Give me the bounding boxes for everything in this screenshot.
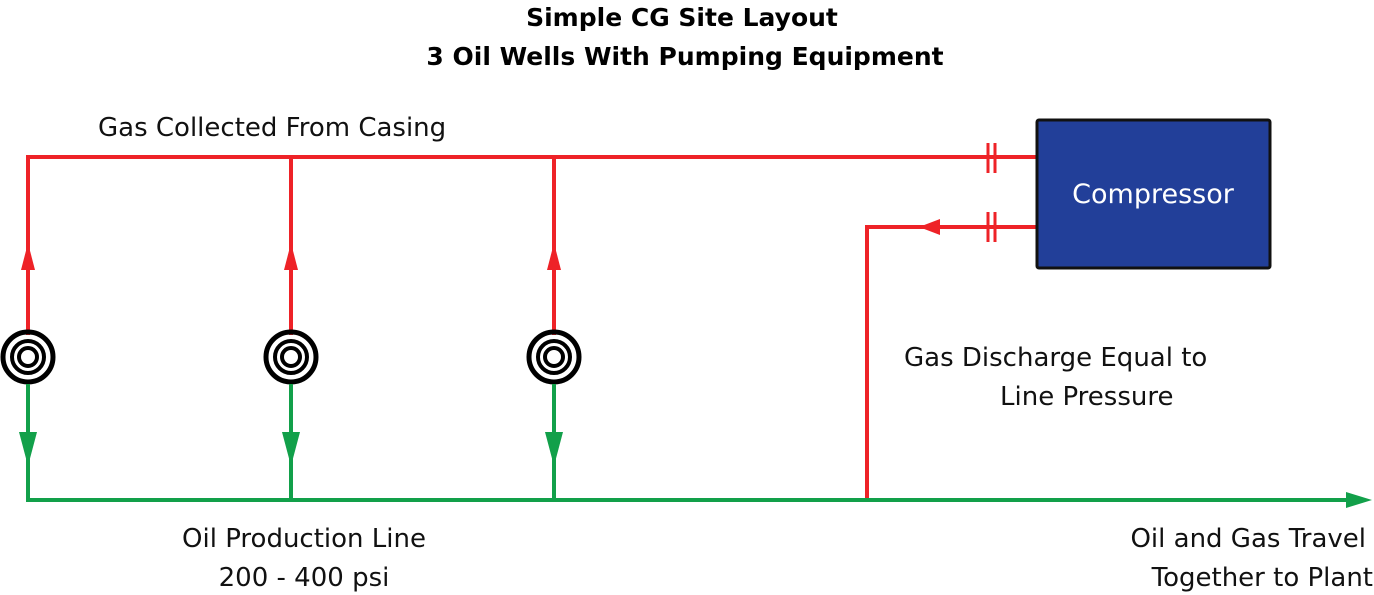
arrow-left-icon — [919, 219, 940, 235]
oil-well-icon — [263, 329, 319, 385]
travel-label-2: Together to Plant — [1151, 563, 1373, 593]
oil-well-icon — [526, 329, 582, 385]
arrow-up-icon — [21, 243, 35, 270]
gas-collection-line — [26, 155, 1037, 335]
oil-line-label-2: 200 - 400 psi — [219, 563, 390, 593]
oil-line-label-1: Oil Production Line — [182, 524, 426, 554]
title-line-1: Simple CG Site Layout — [526, 3, 838, 32]
arrow-up-icon — [284, 243, 298, 270]
arrow-down-icon — [282, 432, 300, 466]
arrow-up-icon — [547, 243, 561, 270]
travel-label-1: Oil and Gas Travel — [1130, 524, 1366, 554]
arrow-right-icon — [1346, 492, 1372, 508]
oil-down-arrows — [19, 432, 563, 466]
oil-well-icon — [0, 329, 56, 385]
arrow-down-icon — [545, 432, 563, 466]
compressor-label: Compressor — [1072, 179, 1235, 210]
arrow-down-icon — [19, 432, 37, 466]
discharge-label-line-1: Gas Discharge Equal to — [904, 343, 1207, 373]
title-line-2: 3 Oil Wells With Pumping Equipment — [426, 42, 943, 71]
gas-discharge-line — [865, 225, 1037, 500]
gas-collected-label: Gas Collected From Casing — [98, 113, 446, 143]
discharge-label-line-2: Line Pressure — [1000, 382, 1173, 412]
compressor-unit: Compressor — [1035, 118, 1272, 270]
suction-flange — [986, 143, 997, 173]
gas-up-arrows — [21, 243, 561, 270]
